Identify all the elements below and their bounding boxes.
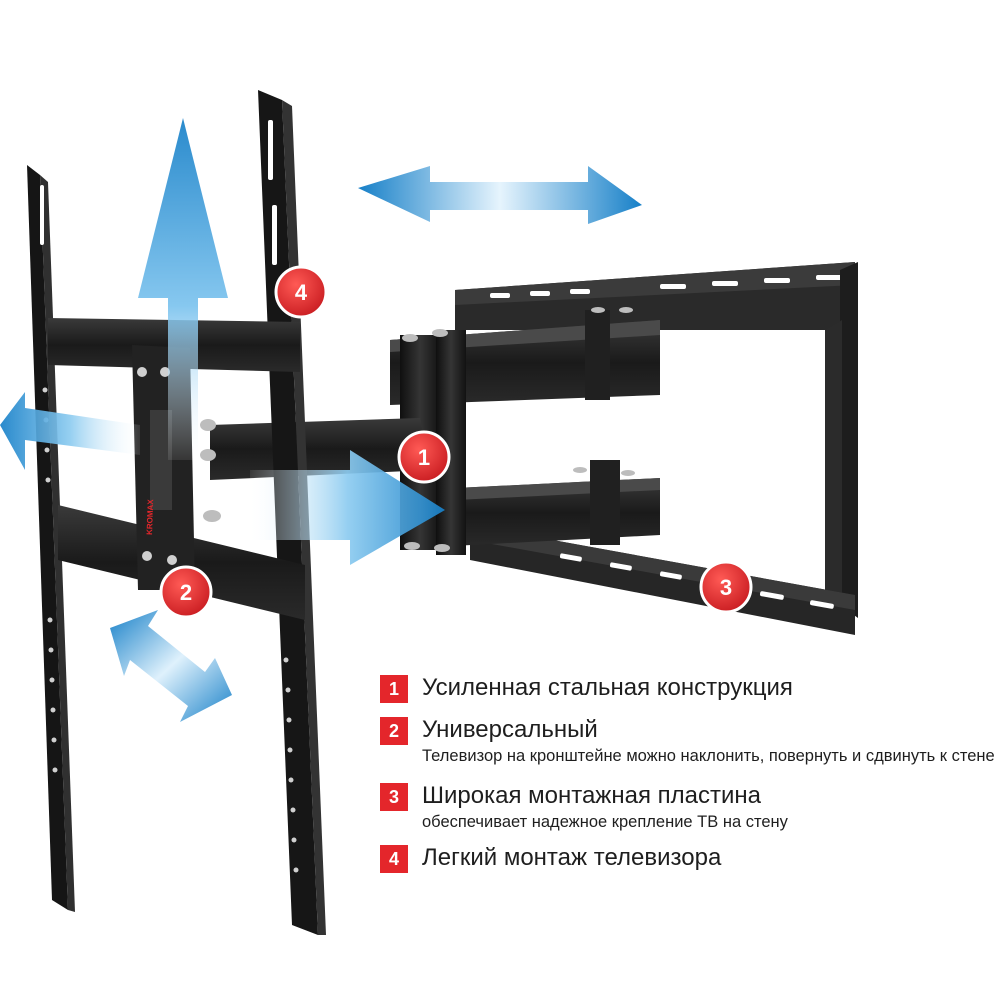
callout-1: 1 xyxy=(397,430,451,484)
left-right-arrow-icon xyxy=(358,166,642,224)
svg-text:3: 3 xyxy=(720,575,732,600)
feature-item-4: 4 Легкий монтаж телевизора xyxy=(380,842,1000,874)
feature-title: Широкая монтажная пластина xyxy=(422,782,761,809)
feature-number-badge: 3 xyxy=(380,783,408,811)
feature-title: Универсальный xyxy=(422,716,598,743)
feature-list: 1 Усиленная стальная конструкция 2 Униве… xyxy=(380,672,1000,888)
feature-description: Телевизор на кронштейне можно наклонить,… xyxy=(422,747,995,765)
brand-mark: KROMAX xyxy=(145,499,155,536)
feature-title: Легкий монтаж телевизора xyxy=(422,844,722,871)
feature-number-badge: 2 xyxy=(380,717,408,745)
svg-text:4: 4 xyxy=(295,280,308,305)
up-arrow-icon xyxy=(138,118,228,460)
feature-item-3: 3 Широкая монтажная пластина обеспечивае… xyxy=(380,780,1000,832)
right-arrow-icon xyxy=(250,450,445,565)
feature-description: обеспечивает надежное крепление ТВ на ст… xyxy=(422,813,788,831)
callout-3: 3 xyxy=(699,560,753,614)
callout-4: 4 xyxy=(274,265,328,319)
left-arrow-icon xyxy=(0,392,140,470)
feature-number-badge: 1 xyxy=(380,675,408,703)
feature-title: Усиленная стальная конструкция xyxy=(422,674,793,701)
feature-number-badge: 4 xyxy=(380,845,408,873)
wall-plate xyxy=(455,262,858,635)
diagonal-double-arrow-icon xyxy=(110,610,232,722)
svg-text:2: 2 xyxy=(180,580,192,605)
callout-2: 2 xyxy=(159,565,213,619)
svg-text:1: 1 xyxy=(418,445,430,470)
feature-item-1: 1 Усиленная стальная конструкция xyxy=(380,672,1000,704)
feature-item-2: 2 Универсальный Телевизор на кронштейне … xyxy=(380,714,1000,766)
